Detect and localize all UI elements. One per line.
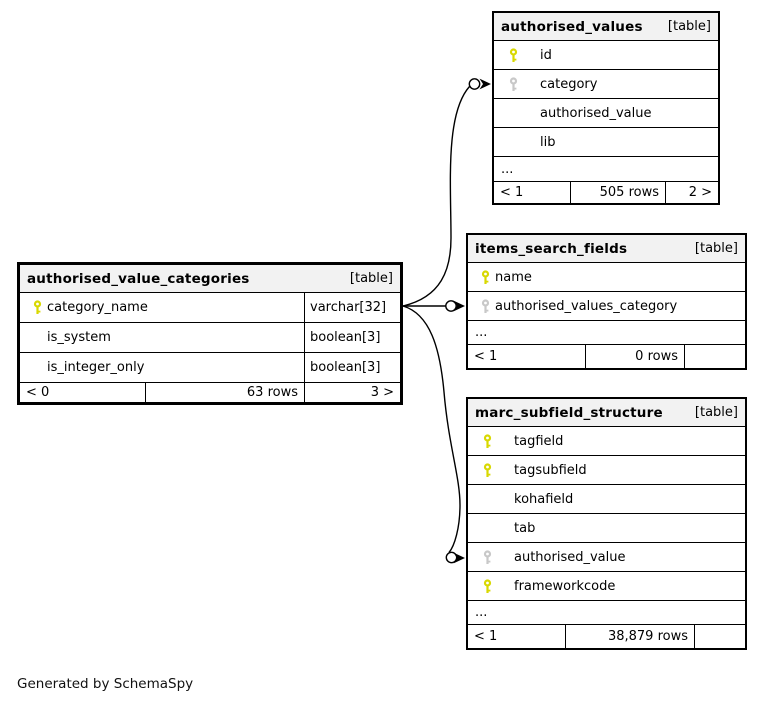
column-category-name: category_name varchar[32] bbox=[20, 292, 400, 322]
column-id: id bbox=[494, 40, 718, 69]
foreign-key-icon bbox=[509, 76, 518, 91]
foreign-key-icon bbox=[483, 549, 492, 564]
table-tag: [table] bbox=[694, 241, 738, 256]
table-authorised-value-categories[interactable]: authorised_value_categories [table] cate… bbox=[17, 262, 403, 405]
column-kohafield: kohafield bbox=[468, 484, 745, 513]
table-authorised-values[interactable]: authorised_values [table] id category au… bbox=[492, 11, 720, 205]
table-footer: < 1 38,879 rows bbox=[468, 624, 745, 648]
column-type: varchar[32] bbox=[304, 293, 400, 322]
more-columns-ellipsis: ... bbox=[468, 600, 745, 624]
table-name[interactable]: authorised_value_categories bbox=[27, 270, 250, 287]
column-label: category bbox=[540, 76, 598, 92]
column-is-system: is_system boolean[3] bbox=[20, 322, 400, 352]
primary-key-icon bbox=[509, 47, 518, 62]
table-name[interactable]: marc_subfield_structure bbox=[475, 404, 663, 421]
column-label: tagsubfield bbox=[514, 462, 587, 478]
column-tagfield: tagfield bbox=[468, 426, 745, 455]
column-label: authorised_value bbox=[540, 105, 652, 121]
primary-key-icon bbox=[481, 269, 490, 284]
column-lib: lib bbox=[494, 127, 718, 156]
column-label: id bbox=[540, 47, 552, 63]
column-label: name bbox=[495, 269, 532, 285]
column-name: name bbox=[468, 262, 745, 291]
row-count: 38,879 rows bbox=[565, 625, 694, 648]
connector-to-marc-subfield-structure bbox=[402, 305, 461, 553]
column-category: category bbox=[494, 69, 718, 98]
column-authorised-values-category: authorised_values_category bbox=[468, 291, 745, 320]
column-type: boolean[3] bbox=[304, 323, 400, 352]
column-label: is_system bbox=[47, 330, 111, 345]
table-footer: < 1 505 rows 2 > bbox=[494, 181, 718, 203]
column-is-integer-only: is_integer_only boolean[3] bbox=[20, 352, 400, 382]
table-tag: [table] bbox=[694, 405, 738, 420]
table-name[interactable]: items_search_fields bbox=[475, 240, 628, 257]
parent-count: < 1 bbox=[474, 349, 498, 364]
table-footer: < 1 0 rows bbox=[468, 344, 745, 368]
connector-arrow-authorised-values bbox=[479, 78, 491, 90]
parent-count: < 1 bbox=[500, 185, 524, 200]
more-columns-ellipsis: ... bbox=[468, 320, 745, 344]
primary-key-icon bbox=[33, 300, 42, 314]
connector-arrow-items-search-fields bbox=[453, 300, 465, 312]
column-label: kohafield bbox=[514, 491, 574, 507]
generated-by-note: Generated by SchemaSpy bbox=[17, 676, 194, 692]
parent-count: < 1 bbox=[474, 629, 498, 644]
connector-arrow-marc-subfield-structure bbox=[453, 552, 465, 564]
table-items-search-fields[interactable]: items_search_fields [table] name authori… bbox=[466, 233, 747, 370]
column-label: authorised_value bbox=[514, 549, 626, 565]
connector-circle-marc-subfield-structure bbox=[445, 551, 458, 564]
table-name[interactable]: authorised_values bbox=[501, 18, 643, 35]
column-label: category_name bbox=[47, 300, 148, 315]
primary-key-icon bbox=[483, 578, 492, 593]
row-count: 0 rows bbox=[585, 345, 684, 368]
column-authorised-value: authorised_value bbox=[468, 542, 745, 571]
child-count bbox=[684, 345, 745, 368]
column-label: is_integer_only bbox=[47, 360, 145, 375]
connector-circle-authorised-values bbox=[468, 78, 481, 90]
connector-to-authorised-values bbox=[402, 86, 471, 307]
column-label: tab bbox=[514, 520, 536, 536]
more-columns-ellipsis: ... bbox=[494, 156, 718, 181]
column-label: authorised_values_category bbox=[495, 298, 678, 314]
primary-key-icon bbox=[483, 462, 492, 477]
column-tab: tab bbox=[468, 513, 745, 542]
table-tag: [table] bbox=[667, 19, 711, 34]
column-authorised-value: authorised_value bbox=[494, 98, 718, 127]
primary-key-icon bbox=[483, 433, 492, 448]
column-label: tagfield bbox=[514, 433, 564, 449]
child-count: 2 > bbox=[665, 182, 718, 203]
foreign-key-icon bbox=[481, 298, 490, 313]
row-count: 505 rows bbox=[570, 182, 665, 203]
table-tag: [table] bbox=[349, 271, 393, 286]
child-count bbox=[694, 625, 745, 648]
column-tagsubfield: tagsubfield bbox=[468, 455, 745, 484]
column-frameworkcode: frameworkcode bbox=[468, 571, 745, 600]
column-label: lib bbox=[540, 134, 556, 150]
table-footer: < 0 63 rows 3 > bbox=[20, 382, 400, 402]
connector-circle-items-search-fields bbox=[445, 300, 457, 312]
child-count: 3 > bbox=[304, 383, 400, 402]
column-label: frameworkcode bbox=[514, 578, 616, 594]
table-header: marc_subfield_structure [table] bbox=[468, 399, 745, 426]
row-count: 63 rows bbox=[145, 383, 304, 402]
table-header: items_search_fields [table] bbox=[468, 235, 745, 262]
column-type: boolean[3] bbox=[304, 353, 400, 382]
table-header: authorised_value_categories [table] bbox=[20, 265, 400, 292]
table-header: authorised_values [table] bbox=[494, 13, 718, 40]
table-marc-subfield-structure[interactable]: marc_subfield_structure [table] tagfield… bbox=[466, 397, 747, 650]
parent-count: < 0 bbox=[26, 385, 50, 400]
